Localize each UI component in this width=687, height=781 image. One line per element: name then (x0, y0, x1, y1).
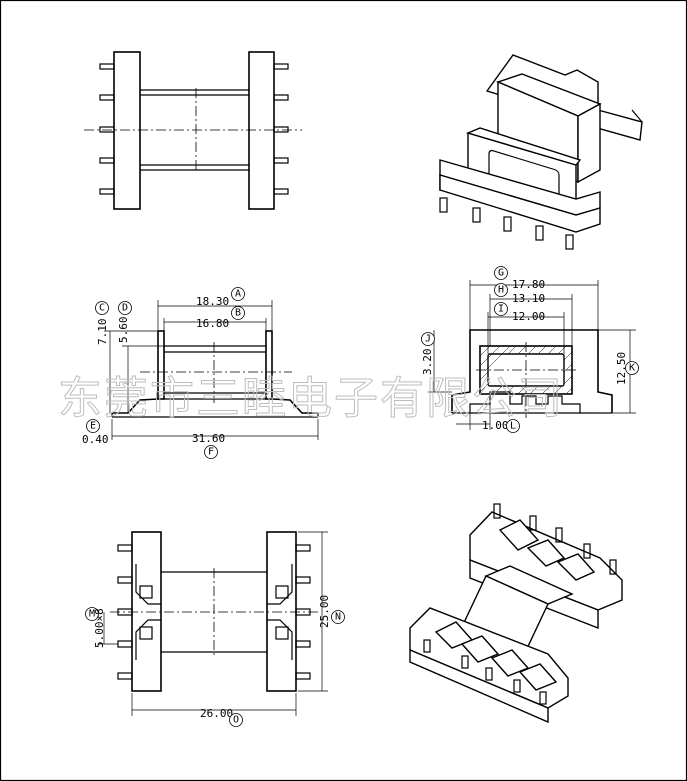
dim-value-n: 25.00 (318, 595, 331, 628)
dim-value-j: 3.20 (421, 349, 434, 376)
dim-marker-e-circle (86, 419, 100, 433)
watermark-text: 东莞市三睦电子有限公司 (58, 373, 564, 424)
dim-value-f: 31.60 (192, 432, 225, 445)
top-view (84, 51, 302, 210)
dim-marker-k: K (629, 363, 635, 374)
dim-value-c: 7.10 (96, 319, 109, 346)
dim-marker-f-circle (204, 445, 218, 459)
isometric-view-bottom (409, 503, 623, 724)
dim-value-e: 0.40 (82, 433, 109, 446)
dim-marker-i-circle (494, 302, 508, 316)
dim-marker-d-circle (118, 301, 132, 315)
dim-marker-o-circle (229, 713, 243, 727)
dim-marker-k-circle (625, 361, 639, 375)
dim-marker-n: N (335, 612, 341, 623)
dim-value-b: 16.80 (196, 317, 229, 330)
dim-value-m: 5.00×8 (93, 608, 106, 648)
end-view (428, 280, 636, 430)
dim-marker-h-circle (494, 283, 508, 297)
dim-value-l: 1.00 (482, 419, 509, 432)
dim-marker-a-circle (231, 287, 245, 301)
dim-marker-h: H (498, 285, 504, 296)
dim-marker-n-circle (331, 610, 345, 624)
dim-marker-d: D (122, 303, 128, 314)
isometric-view-top (439, 54, 643, 250)
dim-marker-j: J (425, 334, 431, 345)
dim-marker-b: B (235, 308, 241, 319)
dim-value-a: 18.30 (196, 295, 229, 308)
dim-marker-g-circle (494, 266, 508, 280)
dim-marker-c: C (99, 303, 105, 314)
side-view (104, 300, 319, 440)
dim-marker-e: E (90, 421, 96, 432)
bottom-view (98, 531, 328, 716)
dim-value-h: 13.10 (512, 292, 545, 305)
dim-marker-a: A (235, 289, 241, 300)
dim-value-i: 12.00 (512, 310, 545, 323)
dim-value-k: 12.50 (615, 352, 628, 385)
dim-value-d: 5.60 (117, 317, 130, 344)
dim-marker-b-circle (231, 306, 245, 320)
dim-value-o: 26.00 (200, 707, 233, 720)
dim-value-g: 17.80 (512, 278, 545, 291)
dim-marker-f: F (208, 447, 214, 458)
dim-marker-j-circle (421, 332, 435, 346)
hatch-pattern (479, 345, 573, 395)
dim-marker-m-circle (85, 607, 99, 621)
dim-marker-l-circle (506, 419, 520, 433)
dim-marker-l: L (510, 421, 516, 432)
dim-marker-o: O (233, 715, 239, 726)
dim-marker-c-circle (95, 301, 109, 315)
dim-marker-m: M (89, 609, 95, 620)
dim-marker-g: G (498, 268, 504, 279)
dim-marker-i: I (498, 304, 504, 315)
